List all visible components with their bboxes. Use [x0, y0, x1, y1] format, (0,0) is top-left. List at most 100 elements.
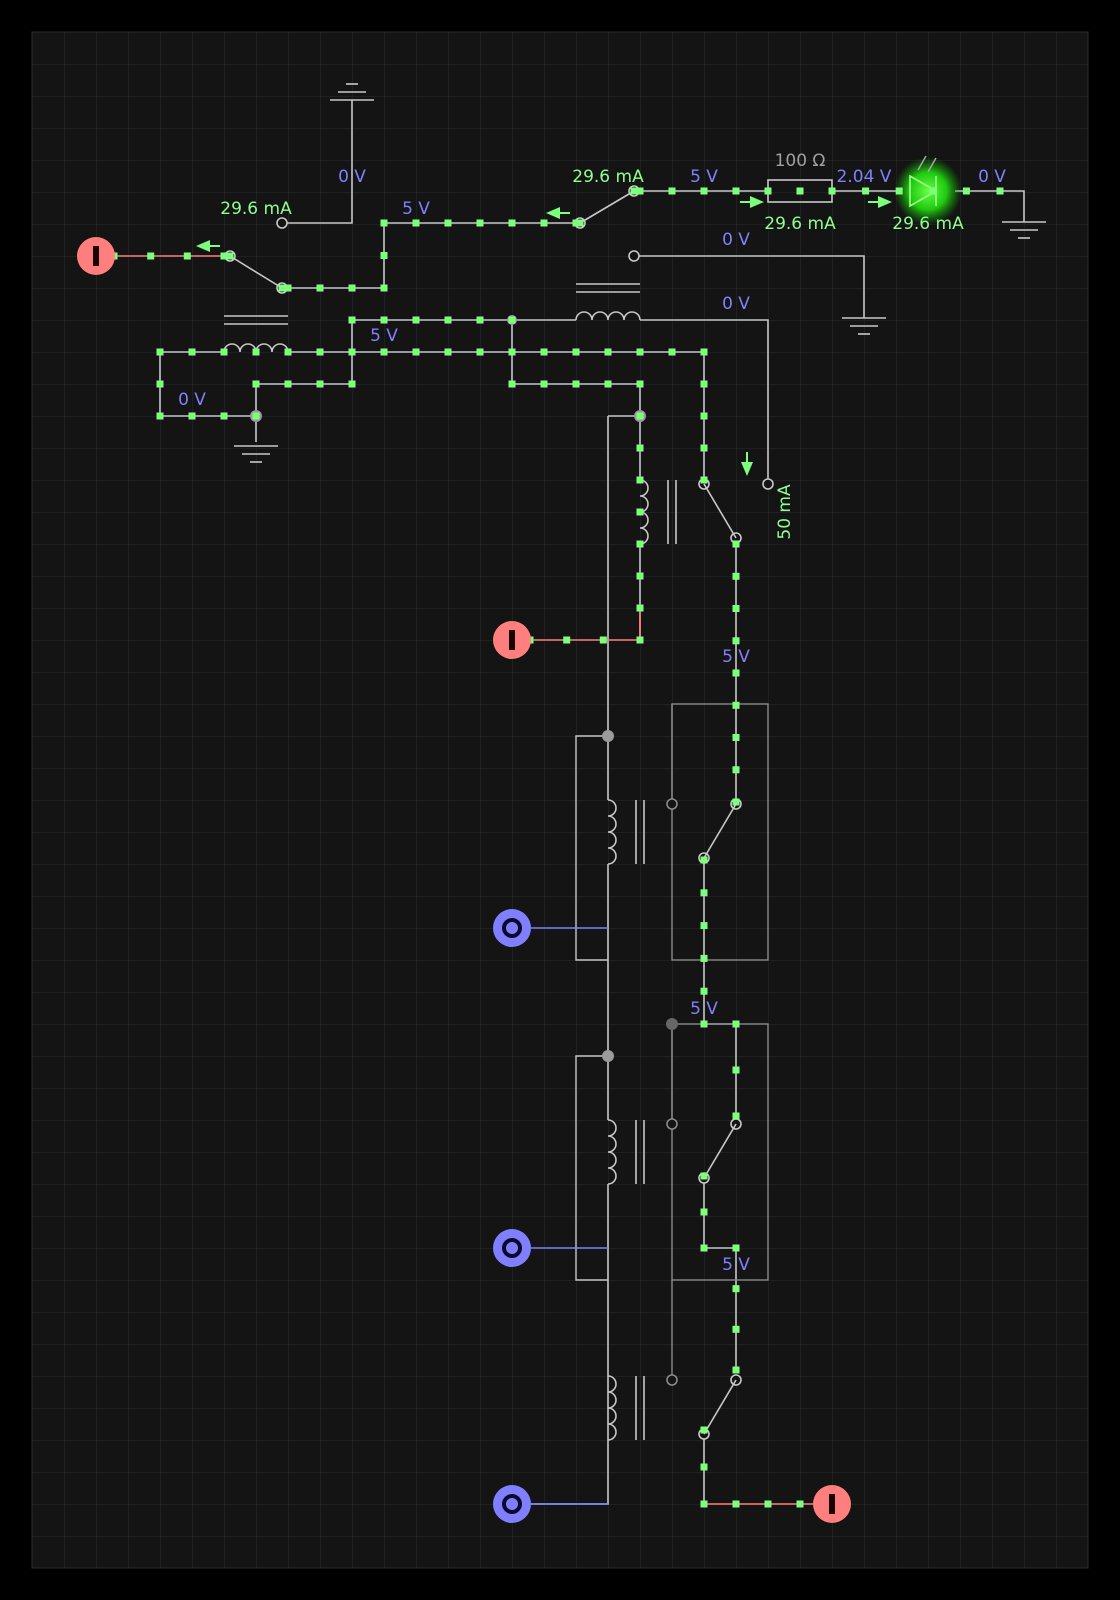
- high-bar-icon: [509, 630, 515, 650]
- current-dot: [764, 187, 772, 195]
- current-dot: [183, 252, 191, 260]
- current-dot: [188, 348, 196, 356]
- current-dot: [284, 348, 292, 356]
- current-dot: [732, 669, 740, 677]
- current-dot: [636, 444, 644, 452]
- high-output-left[interactable]: [77, 237, 115, 275]
- current-dot: [226, 252, 234, 260]
- voltage-label: 2.04 V: [837, 167, 892, 187]
- coil-loops: [575, 735, 608, 1281]
- ring-icon: [502, 1238, 522, 1258]
- current-dot: [732, 1244, 740, 1252]
- current-label: 29.6 mA: [220, 199, 292, 219]
- input-node-2[interactable]: [493, 1229, 531, 1267]
- current-dot: [508, 380, 516, 388]
- voltage-label: 0 V: [338, 167, 366, 187]
- current-dot: [316, 380, 324, 388]
- wire-led-ground[interactable]: [955, 190, 1025, 222]
- current-dot: [700, 1463, 708, 1471]
- current-dot: [156, 348, 164, 356]
- current-dot: [636, 412, 644, 420]
- current-dot: [412, 219, 420, 227]
- current-dot: [636, 476, 644, 484]
- current-dot: [316, 284, 324, 292]
- ground-icon[interactable]: [842, 317, 886, 335]
- current-dot: [929, 187, 937, 195]
- current-label: 50 mA: [775, 484, 795, 540]
- current-dot: [572, 348, 580, 356]
- wire-relay-line[interactable]: [640, 319, 769, 484]
- current-dot: [540, 219, 548, 227]
- current-dot: [732, 1325, 740, 1333]
- arrow-down-icon: [741, 462, 753, 476]
- switches: [224, 185, 774, 1440]
- current-dot: [732, 1066, 740, 1074]
- current-dot: [636, 572, 644, 580]
- high-output-middle[interactable]: [493, 621, 531, 659]
- current-dot: [476, 316, 484, 324]
- led-icon: [909, 174, 938, 208]
- current-dot: [732, 187, 740, 195]
- current-dot: [380, 348, 388, 356]
- ring-icon: [502, 1494, 522, 1514]
- voltage-label: 5 V: [402, 199, 430, 219]
- relay-switch-top[interactable]: [698, 478, 774, 544]
- current-dot: [278, 284, 286, 292]
- current-dot: [412, 348, 420, 356]
- current-dot: [700, 987, 708, 995]
- relay-coil-vertical-4[interactable]: [607, 1375, 645, 1441]
- current-dot: [380, 316, 388, 324]
- current-dot: [636, 380, 644, 388]
- current-label: 29.6 mA: [892, 214, 964, 234]
- high-bar-icon: [829, 1494, 835, 1514]
- relay-frames: [671, 703, 769, 1376]
- current-dot: [572, 380, 580, 388]
- relay-coil-top[interactable]: [575, 283, 641, 321]
- current-dot: [444, 348, 452, 356]
- high-output-bottom[interactable]: [813, 1485, 851, 1523]
- current-dot: [348, 348, 356, 356]
- arrow-left-icon: [196, 240, 210, 252]
- current-dot: [732, 1500, 740, 1508]
- current-dot: [540, 380, 548, 388]
- voltage-label: 5 V: [370, 326, 398, 346]
- current-dot: [636, 604, 644, 612]
- relay-coil-vertical-2[interactable]: [607, 799, 645, 865]
- wire-mid-ground[interactable]: [634, 255, 865, 318]
- current-dot: [700, 922, 708, 930]
- wire-ground-top[interactable]: [282, 100, 353, 224]
- relay-frame-2: [671, 1023, 769, 1281]
- current-dot: [252, 412, 260, 420]
- voltage-label: 0 V: [722, 294, 750, 314]
- relay-switch-3[interactable]: [666, 1374, 742, 1440]
- ground-icon[interactable]: [330, 83, 374, 101]
- current-dot: [700, 348, 708, 356]
- current-dot: [156, 412, 164, 420]
- board-border: [31, 31, 1089, 1569]
- current-dot: [895, 187, 903, 195]
- current-dot: [316, 348, 324, 356]
- junction-node: [602, 1050, 614, 1062]
- current-dot: [572, 219, 580, 227]
- current-dot: [700, 889, 708, 897]
- ground-icon[interactable]: [234, 445, 278, 463]
- arrow-left-icon: [546, 207, 560, 219]
- relay-frame-1: [671, 703, 769, 961]
- resistor-value-label: 100 Ω: [775, 151, 826, 171]
- current-dot: [220, 412, 228, 420]
- current-dot: [862, 187, 870, 195]
- input-node-1[interactable]: [493, 909, 531, 947]
- current-dot: [508, 219, 516, 227]
- ground-icon[interactable]: [1002, 221, 1046, 239]
- current-dot: [732, 734, 740, 741]
- current-dot: [668, 348, 676, 356]
- current-dot: [996, 187, 1004, 195]
- current-dot: [828, 187, 836, 195]
- current-dot: [630, 187, 638, 195]
- relay-coil-vertical-3[interactable]: [607, 1119, 645, 1185]
- current-dot: [636, 540, 644, 548]
- current-dot: [444, 316, 452, 324]
- input-node-3[interactable]: [493, 1485, 531, 1523]
- current-dot: [732, 540, 740, 548]
